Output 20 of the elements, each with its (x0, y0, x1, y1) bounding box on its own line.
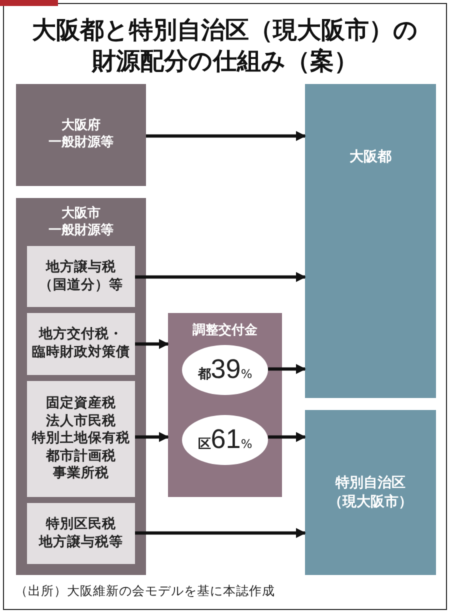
destination-box: 特別自治区（現大阪市） (305, 410, 436, 575)
arrow (268, 364, 306, 374)
tax-box: 地方譲与税（国道分）等 (27, 246, 135, 307)
arrow (135, 339, 169, 349)
share-ellipse: 都39% (182, 345, 268, 395)
arrow (135, 272, 306, 282)
arrow (135, 528, 306, 538)
tax-box: 固定資産税法人市民税特別土地保有税都市計画税事業所税 (27, 381, 135, 497)
source-panel: 大阪市一般財源等 地方譲与税（国道分）等 地方交付税・臨時財政対策債 固定資産税法人市民税特別土地保有税都市計画税事業所税 特別区民税地方譲与税等 (16, 198, 146, 575)
tax-box: 地方交付税・臨時財政対策債 (27, 313, 135, 375)
arrow (135, 432, 169, 442)
tax-box: 特別区民税地方譲与税等 (27, 503, 135, 564)
source-note: （出所）大阪維新の会モデルを基に本誌作成 (15, 583, 275, 600)
destination-box: 大阪都 (305, 84, 436, 398)
source-box: 大阪府一般財源等 (16, 84, 146, 186)
share-ellipse: 区61% (182, 415, 268, 465)
arrow (146, 131, 306, 141)
grant-box: 調整交付金 都39% 区61% (168, 313, 282, 497)
title: 大阪都と特別自治区（現大阪市）の財源配分の仕組み（案） (31, 14, 419, 76)
arrow (268, 432, 306, 442)
